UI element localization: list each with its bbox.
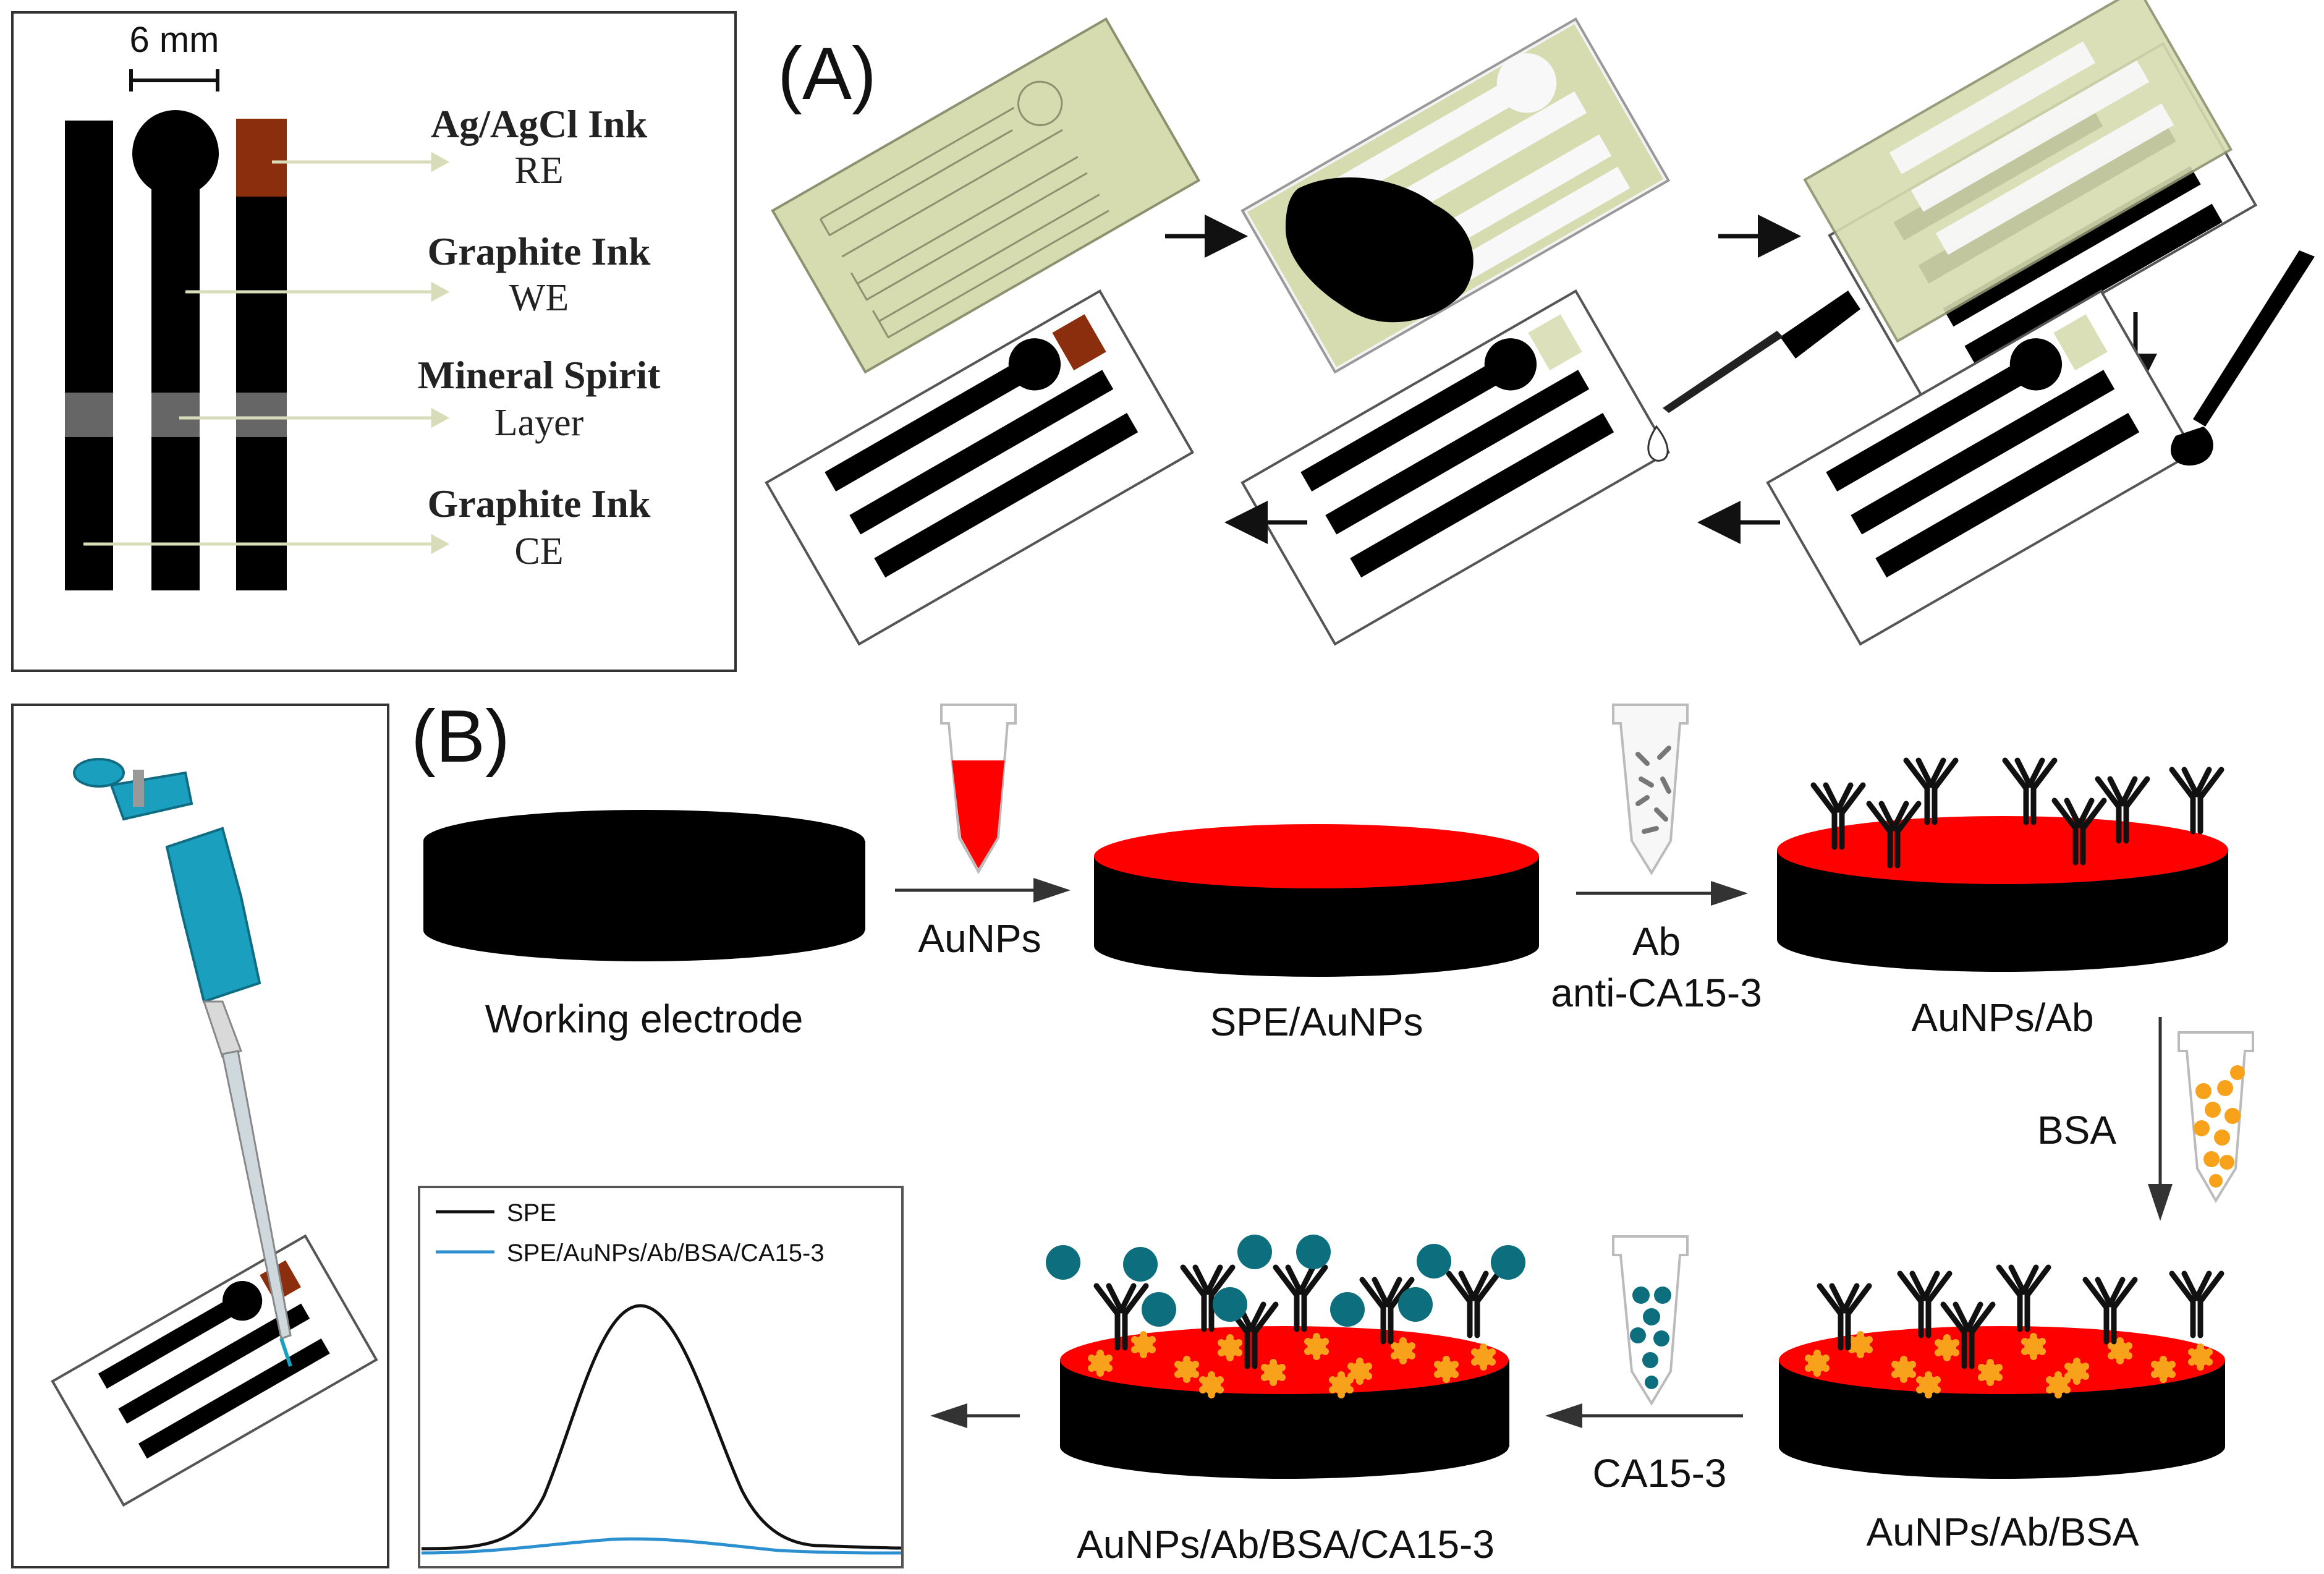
tip-liquid <box>279 1338 292 1367</box>
ca153-tube <box>1612 1235 1689 1406</box>
aunps-ab-bsa-disk <box>1779 1267 2225 1479</box>
pipette-body <box>165 827 261 1003</box>
label-anti-ca: anti-CA15-3 <box>1551 971 1762 1015</box>
dropper-tube <box>1663 331 1783 413</box>
agagcl-patch <box>236 119 287 197</box>
step-aunps-ab-bsa: AuNPs/Ab/BSA <box>1866 1510 2139 1554</box>
label-layer-title: Mineral Spirit <box>418 353 661 397</box>
counter-electrode-strip <box>65 121 113 590</box>
pipette-panel <box>11 704 389 1568</box>
ink-blob <box>1286 177 1474 323</box>
label-ca153: CA15-3 <box>1593 1451 1727 1495</box>
scale-label: 6 mm <box>130 20 219 60</box>
label-re-title: Ag/AgCl Ink <box>431 102 648 146</box>
label-re-sub: RE <box>514 150 563 192</box>
card-dropper <box>1240 289 1671 646</box>
step-working-electrode: Working electrode <box>485 997 804 1041</box>
working-electrode-disk <box>132 110 219 197</box>
label-bsa: BSA <box>2037 1108 2116 1152</box>
label-we-sub: WE <box>509 277 569 319</box>
brush-tip <box>2170 427 2213 466</box>
panel-b: (B) Working electrode AuNPs SPE/AuNPs <box>411 695 2254 1568</box>
voltammogram-inset: SPE SPE/AuNPs/Ab/BSA/CA15-3 <box>418 1186 904 1568</box>
label-layer-sub: Layer <box>494 402 584 444</box>
working-electrode-disk-b <box>423 810 865 961</box>
working-electrode-stem <box>151 167 200 590</box>
stencil-plate <box>771 17 1201 374</box>
mineral-band-re <box>236 393 287 437</box>
label-ce-sub: CE <box>514 530 563 572</box>
pipette-plunger <box>109 771 193 821</box>
aunps-ab-disk <box>1777 760 2228 972</box>
droplet <box>1647 425 1669 462</box>
label-aunps: AuNPs <box>918 916 1041 961</box>
electrode-legend-panel: 6 mm Ag/AgCl Ink RE Graphite Ink WE Mine… <box>11 11 737 672</box>
step-spe-aunps: SPE/AuNPs <box>1210 1000 1423 1044</box>
panel-b-label: (B) <box>411 695 510 778</box>
legend-frame <box>11 11 737 672</box>
step-aunps-ab: AuNPs/Ab <box>1911 995 2093 1040</box>
aunps-tube <box>940 704 1017 875</box>
inset-frame <box>418 1186 904 1568</box>
bsa-tube <box>2178 1031 2254 1203</box>
aunps-ab-bsa-ca-disk <box>1046 1235 1525 1479</box>
pipette-shaft <box>202 1000 242 1058</box>
reference-electrode-strip <box>236 121 287 590</box>
panel-a: (A) <box>765 0 2315 646</box>
pipette-tip <box>221 1050 292 1340</box>
lifted-stencil <box>1803 0 2233 343</box>
label-we-title: Graphite Ink <box>428 229 651 273</box>
label-ab: Ab <box>1632 919 1681 964</box>
mineral-band-ce <box>65 393 113 437</box>
mineral-band-we <box>151 393 200 437</box>
spe-aunps-disk <box>1094 824 1539 977</box>
brush-handle <box>2193 250 2315 427</box>
trace-modified <box>421 1537 902 1555</box>
panel-a-label: (A) <box>778 32 876 115</box>
trace-spe <box>421 1304 902 1551</box>
ab-tube <box>1612 704 1689 875</box>
label-ce-title: Graphite Ink <box>428 482 651 525</box>
legend-modified: SPE/AuNPs/Ab/BSA/CA15-3 <box>507 1240 825 1267</box>
step-aunps-ab-bsa-ca: AuNPs/Ab/BSA/CA15-3 <box>1077 1522 1495 1567</box>
finished-electrode <box>765 289 1195 646</box>
dropper-bulb <box>1780 291 1860 359</box>
legend-spe: SPE <box>507 1199 556 1227</box>
plunger-button <box>73 758 125 788</box>
card-brush <box>1766 289 2196 646</box>
